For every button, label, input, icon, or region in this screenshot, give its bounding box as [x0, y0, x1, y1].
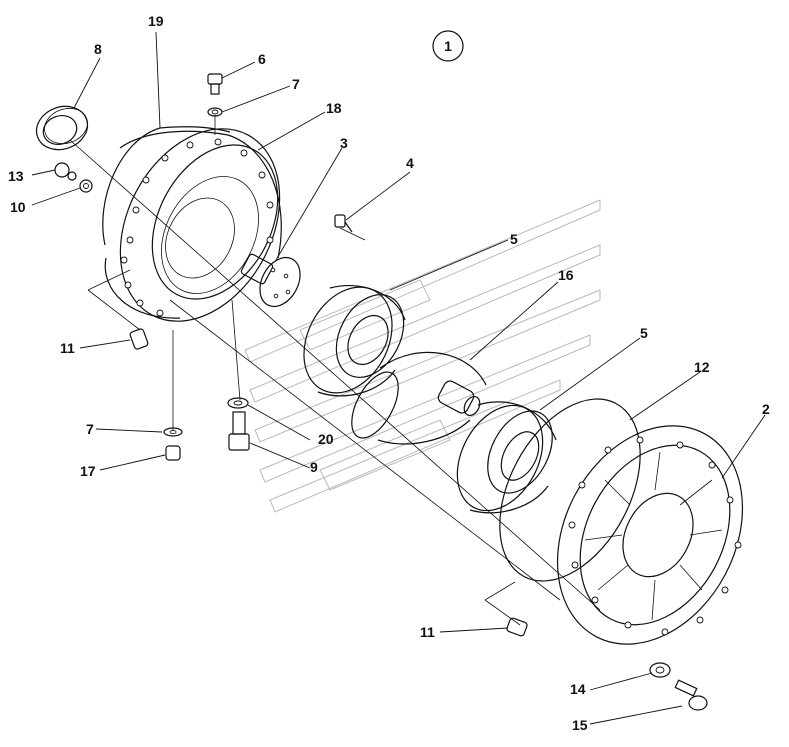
callout-14: 14 [570, 681, 586, 697]
view-number-label: 1 [444, 38, 452, 54]
callout-11-right: 11 [420, 624, 435, 640]
callout-5-upper: 5 [510, 231, 518, 247]
callout-20: 20 [318, 431, 334, 447]
callout-7-lower: 7 [86, 421, 94, 437]
seal-ring-part [35, 105, 89, 151]
axis-lines [69, 115, 601, 626]
housing-part [104, 128, 282, 322]
callout-12: 12 [694, 359, 710, 375]
bearing-lower-part [456, 401, 557, 514]
callout-3: 3 [340, 135, 348, 151]
watermark [244, 199, 601, 513]
callout-18: 18 [326, 100, 342, 116]
callout-16: 16 [558, 267, 574, 283]
callout-6: 6 [258, 51, 266, 67]
callout-11-left: 11 [60, 340, 75, 356]
spline-flange-part [240, 253, 301, 308]
callout-5-lower: 5 [640, 325, 648, 341]
callout-7: 7 [292, 76, 300, 92]
bolts-and-plugs [129, 328, 708, 711]
o-ring-large-part [499, 398, 641, 582]
cover-part [556, 425, 744, 645]
bearing-upper-part [303, 284, 406, 397]
callout-15: 15 [572, 717, 588, 733]
callout-9: 9 [310, 459, 318, 475]
view-number-badge: 1 [432, 30, 464, 62]
callout-2: 2 [762, 401, 770, 417]
carrier-part [351, 351, 487, 445]
leader-lines [31, 31, 766, 725]
callout-labels: 19 8 6 7 18 3 4 13 10 5 16 5 12 2 11 7 2… [8, 13, 770, 733]
callout-4: 4 [406, 155, 414, 171]
small-fasteners [54, 73, 353, 233]
callout-17: 17 [80, 463, 96, 479]
callout-8: 8 [94, 41, 102, 57]
callout-10: 10 [10, 199, 26, 215]
callout-13: 13 [8, 168, 24, 184]
o-ring-part [102, 126, 231, 246]
callout-19: 19 [148, 13, 164, 29]
